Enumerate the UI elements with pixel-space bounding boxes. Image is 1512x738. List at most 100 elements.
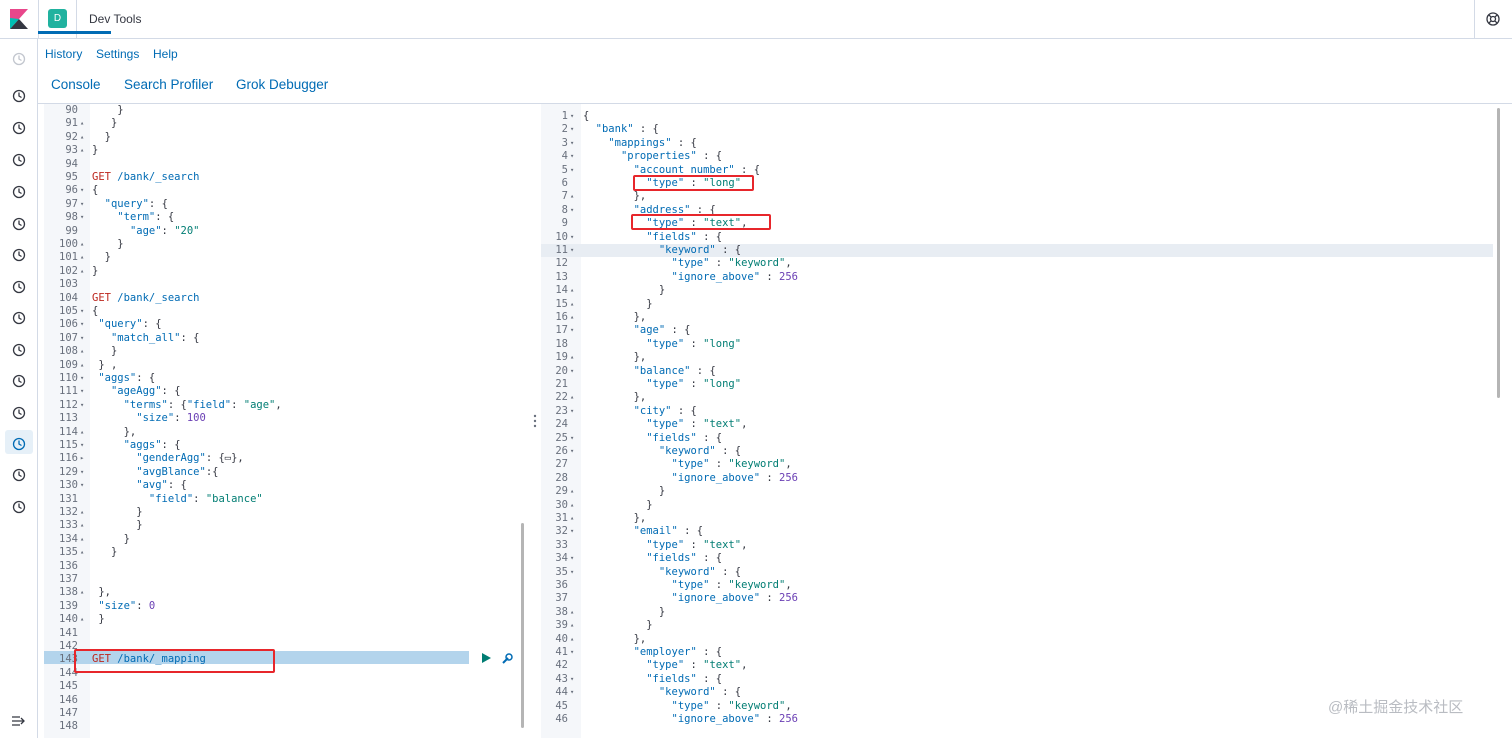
fold-toggle-icon[interactable]: ▾ (80, 199, 85, 208)
fold-toggle-icon[interactable]: ▾ (80, 307, 85, 315)
maps-icon[interactable] (11, 216, 27, 232)
visualize-icon[interactable] (11, 120, 27, 136)
fold-toggle-icon[interactable]: ▴ (80, 347, 85, 356)
history-link[interactable]: History (45, 47, 83, 61)
fold-toggle-icon[interactable]: ▾ (570, 674, 575, 683)
fold-toggle-icon[interactable]: ▾ (570, 112, 575, 120)
fold-toggle-icon[interactable]: ▴ (80, 119, 85, 128)
fold-toggle-icon[interactable]: ▾ (80, 320, 85, 329)
fold-toggle-icon[interactable]: ▾ (80, 387, 85, 396)
ml-icon[interactable] (11, 247, 27, 263)
fold-toggle-icon[interactable]: ▾ (570, 554, 575, 563)
fold-toggle-icon[interactable]: ▾ (570, 567, 575, 576)
fold-toggle-icon[interactable]: ▴ (80, 521, 85, 530)
fold-toggle-icon[interactable]: ▴ (570, 500, 575, 509)
fold-toggle-icon[interactable]: ▾ (80, 213, 85, 222)
code-token: "size" (136, 412, 175, 425)
fold-toggle-icon[interactable]: ▾ (570, 648, 575, 656)
security-icon[interactable] (11, 405, 27, 421)
fold-toggle-icon[interactable]: ▴ (80, 427, 85, 436)
fold-toggle-icon[interactable]: ▾ (570, 125, 575, 134)
fold-toggle-icon[interactable]: ▾ (570, 688, 575, 697)
fold-toggle-icon[interactable]: ▴ (80, 266, 85, 275)
fold-toggle-icon[interactable]: ▴ (80, 360, 85, 369)
fold-toggle-icon[interactable]: ▴ (570, 634, 575, 643)
tab-search-profiler[interactable]: Search Profiler (124, 77, 214, 92)
monitoring-icon[interactable] (11, 467, 27, 483)
uptime-icon[interactable] (11, 373, 27, 389)
space-avatar[interactable]: D (48, 9, 67, 28)
tab-grok-debugger[interactable]: Grok Debugger (236, 77, 329, 92)
fold-toggle-icon[interactable]: ▾ (80, 374, 85, 382)
fold-toggle-icon[interactable]: ▴ (570, 514, 575, 522)
fold-toggle-icon[interactable]: ▾ (80, 481, 85, 490)
fold-toggle-icon[interactable]: ▴ (80, 132, 85, 141)
fold-toggle-icon[interactable]: ▴ (570, 313, 575, 321)
gear-icon[interactable] (11, 499, 27, 515)
response-scrollbar[interactable] (1497, 108, 1500, 398)
code-text: "keyword" : { (583, 445, 741, 458)
devtools-icon[interactable] (11, 436, 27, 452)
fold-toggle-icon[interactable]: ▴ (570, 286, 575, 295)
fold-toggle-icon[interactable]: ▴ (570, 353, 575, 362)
code-token: "city" (633, 404, 672, 417)
infrastructure-icon[interactable] (11, 279, 27, 295)
wrench-icon[interactable] (500, 652, 514, 666)
help-link[interactable]: Help (153, 47, 178, 61)
fold-toggle-icon[interactable]: ▴ (570, 192, 575, 201)
fold-toggle-icon[interactable]: ▴ (570, 607, 575, 616)
fold-toggle-icon[interactable]: ▴ (570, 393, 575, 402)
fold-toggle-icon[interactable]: ▾ (570, 326, 575, 335)
code-token: "age" (633, 324, 666, 337)
response-viewer[interactable]: 1▾{2▾ "bank" : {3▾ "mappings" : {4▾ "pro… (541, 104, 1512, 738)
code-token: "type" (646, 177, 685, 189)
code-text: }, (583, 391, 647, 404)
help-menu-icon[interactable] (1486, 12, 1500, 26)
fold-toggle-icon[interactable]: ▾ (570, 138, 575, 147)
fold-toggle-icon[interactable]: ▾ (80, 186, 85, 195)
apm-icon[interactable] (11, 342, 27, 358)
fold-toggle-icon[interactable]: ▴ (80, 253, 85, 262)
kibana-logo-icon[interactable] (10, 9, 28, 29)
fold-toggle-icon[interactable]: ▾ (570, 366, 575, 375)
line-number: 90 (65, 104, 78, 116)
drag-handle-icon[interactable] (532, 414, 538, 428)
logs-icon[interactable] (11, 310, 27, 326)
fold-toggle-icon[interactable]: ▾ (80, 333, 85, 342)
canvas-icon[interactable] (11, 184, 27, 200)
fold-toggle-icon[interactable]: ▾ (570, 232, 575, 241)
fold-toggle-icon[interactable]: ▸ (80, 454, 85, 463)
fold-toggle-icon[interactable]: ▴ (80, 508, 85, 516)
fold-toggle-icon[interactable]: ▴ (80, 615, 85, 624)
send-request-button[interactable] (482, 653, 491, 663)
fold-toggle-icon[interactable]: ▾ (570, 165, 575, 174)
fold-toggle-icon[interactable]: ▴ (80, 548, 85, 557)
compass-icon[interactable] (11, 88, 27, 104)
settings-link[interactable]: Settings (96, 47, 140, 61)
fold-toggle-icon[interactable]: ▾ (80, 400, 85, 409)
fold-toggle-icon[interactable]: ▾ (570, 246, 575, 254)
code-token (583, 338, 646, 350)
fold-toggle-icon[interactable]: ▴ (570, 299, 575, 308)
fold-toggle-icon[interactable]: ▴ (80, 588, 85, 597)
fold-toggle-icon[interactable]: ▴ (80, 240, 85, 248)
fold-toggle-icon[interactable]: ▾ (80, 467, 85, 476)
fold-toggle-icon[interactable]: ▴ (570, 487, 575, 496)
clock-icon[interactable] (11, 51, 27, 67)
dashboard-icon[interactable] (11, 152, 27, 168)
fold-toggle-icon[interactable]: ▴ (80, 146, 85, 155)
tab-console[interactable]: Console (51, 77, 101, 92)
fold-toggle-icon[interactable]: ▾ (570, 152, 575, 161)
code-text: } (583, 619, 652, 632)
request-scrollbar[interactable] (521, 523, 524, 728)
fold-toggle-icon[interactable]: ▾ (570, 205, 575, 214)
fold-toggle-icon[interactable]: ▾ (570, 447, 575, 455)
fold-toggle-icon[interactable]: ▴ (570, 621, 575, 630)
fold-toggle-icon[interactable]: ▾ (570, 527, 575, 536)
fold-toggle-icon[interactable]: ▾ (80, 441, 85, 449)
fold-toggle-icon[interactable]: ▴ (80, 534, 85, 543)
collapse-menu-icon[interactable] (11, 715, 25, 727)
fold-toggle-icon[interactable]: ▾ (570, 433, 575, 442)
fold-toggle-icon[interactable]: ▾ (570, 406, 575, 415)
